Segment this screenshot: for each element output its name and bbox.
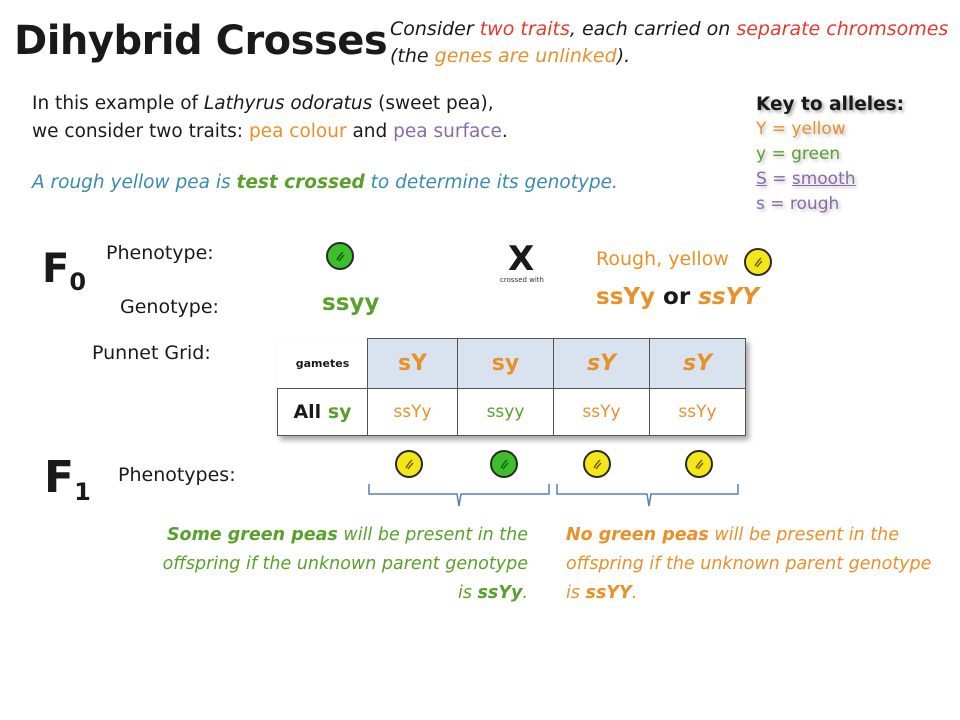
grouping-braces — [368, 484, 739, 507]
yellow-pea-icon — [744, 248, 772, 276]
gamete-header: sy — [457, 338, 554, 389]
explanation-heterozygous: Some green peas will be present in the o… — [150, 521, 528, 608]
f1-subscript: 1 — [74, 478, 91, 506]
explanation-text: . — [631, 583, 638, 603]
genotype-option-heterozygous: ssYy — [596, 284, 656, 310]
trait-pea-surface: pea surface — [393, 121, 502, 142]
top-note: Consider two traits, each carried on sep… — [390, 16, 950, 70]
row-label-all: All — [293, 401, 322, 423]
top-note-separate-chromosomes: separate chromsomes — [736, 18, 949, 40]
top-note-genes-unlinked: genes are unlinked — [434, 45, 617, 67]
yellow-pea-icon — [583, 450, 611, 478]
offspring-genotype-cell: ssYy — [553, 388, 650, 436]
allele-key-equals: = — [766, 169, 792, 189]
species-name: Lathyrus odoratus — [203, 93, 373, 114]
yellow-pea-icon — [685, 450, 713, 478]
allele-key-green: y = green — [756, 144, 841, 164]
explanation-homozygous: No green peas will be present in the off… — [566, 521, 946, 608]
f1-generation-label: F1 — [44, 452, 91, 506]
top-note-text: Consider — [390, 18, 480, 40]
allele-key: Key to alleles: Y = yellow y = green S =… — [756, 92, 956, 217]
f0-generation-label: F0 — [42, 246, 86, 296]
explanation-genotype: ssYY — [585, 583, 632, 603]
intro-text: (sweet pea), — [372, 93, 494, 114]
row-label-gamete: sy — [327, 401, 352, 423]
punnet-label-colon: : — [204, 342, 211, 364]
allele-key-yellow: Y = yellow — [756, 119, 846, 139]
f0-subscript: 0 — [69, 268, 87, 296]
explanation-text: will be present in the offspring if the … — [162, 525, 528, 603]
allele-key-header: Key to alleles: — [756, 94, 905, 115]
punnet-grid-label: Punnet Grid: — [92, 342, 211, 364]
green-pea-icon — [326, 242, 354, 270]
unknown-genotype-options: ssYy or ssYY — [596, 284, 759, 310]
intro-paragraph: In this example of Lathyrus odoratus (sw… — [32, 90, 508, 146]
top-note-text: ). — [616, 45, 631, 67]
intro-text: we consider two traits: — [32, 121, 249, 142]
crossed-with-label: crossed with — [500, 276, 544, 284]
trait-pea-colour: pea colour — [248, 121, 347, 142]
punnet-grid: gametes sY sy sY sY All sy ssYy ssyy ssY… — [277, 338, 746, 436]
intro-text: . — [501, 121, 508, 142]
f1-phenotypes-label: Phenotypes: — [118, 464, 236, 486]
f1-letter: F — [44, 452, 75, 503]
f0-genotype-label: Genotype: — [120, 296, 219, 318]
top-note-two-traits: two traits — [479, 18, 570, 40]
top-note-text: (the — [390, 45, 435, 67]
offspring-genotype-cell: ssYy — [649, 388, 746, 436]
explanation-text: . — [522, 583, 528, 603]
test-line-text: to determine its genotype. — [364, 172, 618, 193]
no-green-peas-term: No green peas — [566, 525, 709, 545]
test-crossed-term: test crossed — [236, 172, 365, 193]
genotype-or: or — [655, 284, 699, 310]
gamete-header: sY — [367, 338, 458, 389]
cross-x-icon: X — [508, 239, 535, 279]
test-line-text: A rough yellow pea is — [32, 172, 237, 193]
gamete-header: sY — [553, 338, 650, 389]
explanation-text: will be present in the offspring if the … — [566, 525, 932, 603]
f0-phenotype-label: Phenotype: — [106, 242, 214, 264]
cross-symbol: X crossed with — [500, 239, 544, 284]
genotype-option-homozygous: ssYY — [698, 284, 759, 310]
offspring-genotype-cell: ssyy — [457, 388, 554, 436]
page-title: Dihybrid Crosses — [14, 18, 388, 64]
left-brace — [368, 484, 550, 507]
right-brace — [556, 484, 739, 507]
offspring-genotype-cell: ssYy — [367, 388, 458, 436]
allele-key-smooth-word: smooth — [791, 169, 856, 189]
explanation-genotype: ssYy — [477, 583, 523, 603]
allele-key-smooth-symbol: S — [756, 169, 767, 189]
allele-key-rough: s = rough — [756, 194, 840, 214]
gamete-header: sY — [649, 338, 746, 389]
known-genotype: ssyy — [322, 290, 380, 316]
green-pea-icon — [490, 450, 518, 478]
intro-text: and — [346, 121, 394, 142]
unknown-phenotype: Rough, yellow — [596, 248, 729, 270]
row-gamete-label: All sy — [277, 388, 368, 436]
allele-key-smooth: S = smooth — [756, 167, 956, 192]
some-green-peas-term: Some green peas — [166, 525, 338, 545]
yellow-pea-icon — [395, 450, 423, 478]
intro-text: In this example of — [32, 93, 204, 114]
punnet-label-text: Punnet Grid — [92, 342, 205, 364]
top-note-text: , each carried on — [569, 18, 737, 40]
test-cross-statement: A rough yellow pea is test crossed to de… — [32, 172, 618, 193]
f0-letter: F — [42, 246, 70, 292]
gametes-label: gametes — [277, 338, 368, 389]
